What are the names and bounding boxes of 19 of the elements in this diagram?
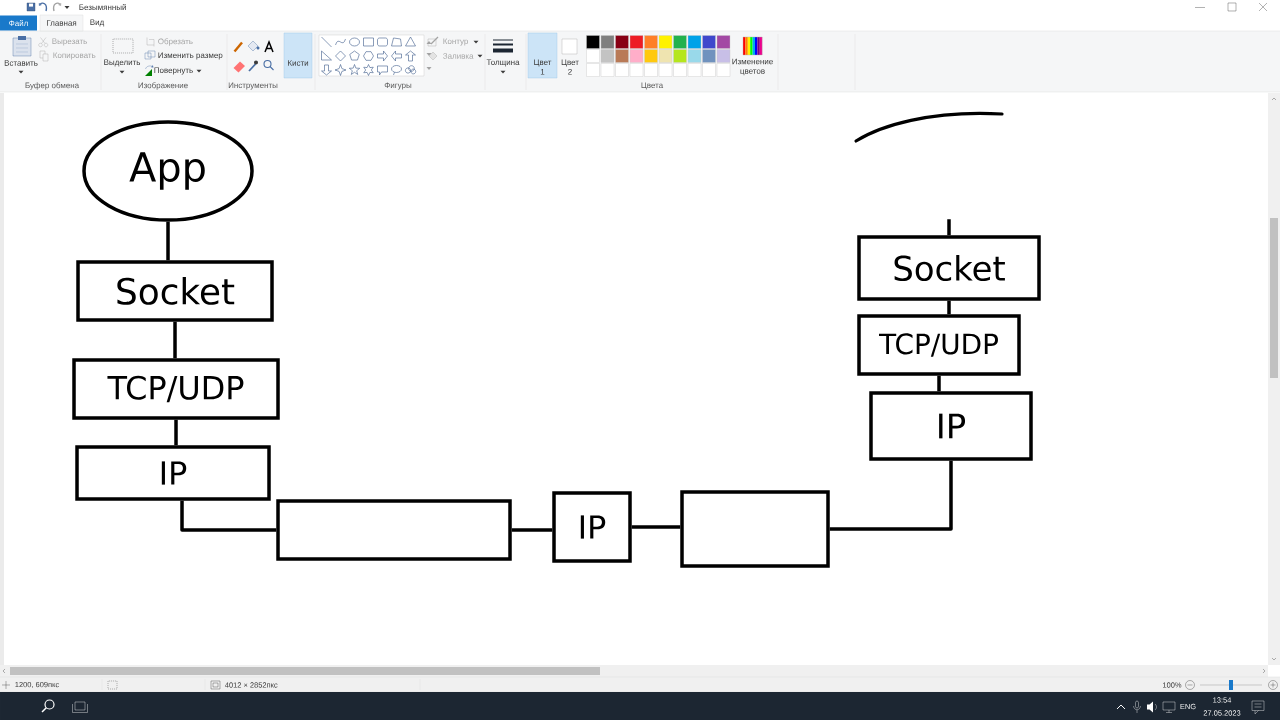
connector-line [947,219,951,236]
connector-line [173,321,177,359]
connector-line [511,528,553,532]
layer-box: Socket [76,260,274,322]
layer-box: TCP/UDP [72,358,280,420]
connector-line [174,419,178,446]
layer-box: TCP/UDP [857,314,1021,376]
empty-box [276,499,512,561]
connector-line [937,375,941,392]
connector-line [631,525,681,529]
layer-box: Socket [857,235,1041,301]
connector-line [180,500,277,532]
empty-box [680,490,830,568]
layer-box: IP [552,491,632,563]
layer-box: IP [75,445,271,501]
connector-line [166,221,170,261]
connector-line [947,300,951,315]
layer-box: IP [869,391,1033,461]
connector-line [829,460,953,531]
